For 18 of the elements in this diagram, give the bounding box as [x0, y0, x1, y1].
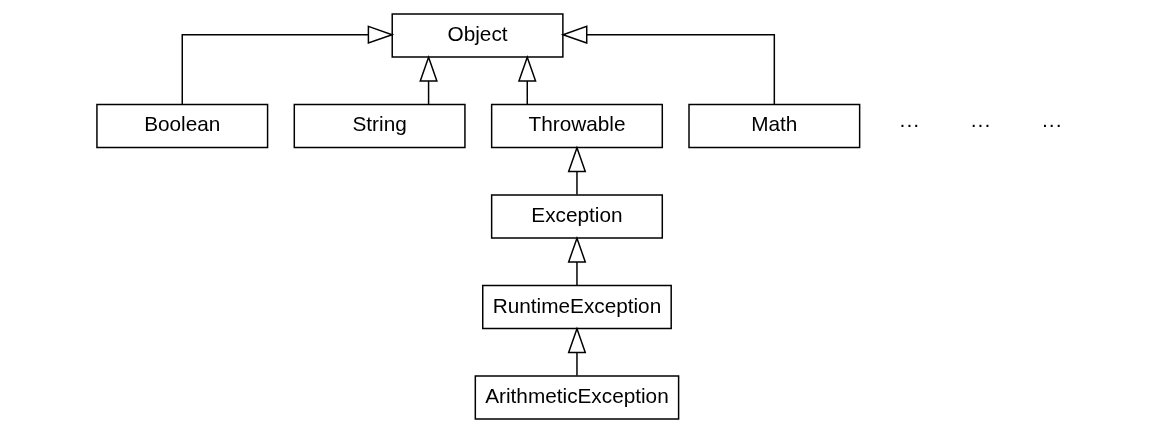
- node-box: Object: [391, 13, 564, 58]
- node-box: ArithmeticException: [474, 375, 680, 420]
- arrow: [567, 326, 587, 377]
- label: ···: [898, 112, 920, 136]
- arrow: [419, 54, 438, 105]
- label: ···: [970, 112, 991, 136]
- node-box: Throwable: [490, 103, 664, 149]
- arrow: [517, 54, 537, 105]
- node-box: Exception: [490, 194, 664, 239]
- arrow: [560, 25, 776, 106]
- node-box: Math: [688, 103, 861, 149]
- arrow: [567, 235, 587, 286]
- arrow: [181, 25, 395, 106]
- label: ···: [1041, 112, 1063, 136]
- node-box: Boolean: [96, 103, 269, 149]
- node-box: String: [293, 103, 466, 149]
- arrow: [567, 145, 587, 196]
- node-box: RuntimeException: [482, 284, 672, 330]
